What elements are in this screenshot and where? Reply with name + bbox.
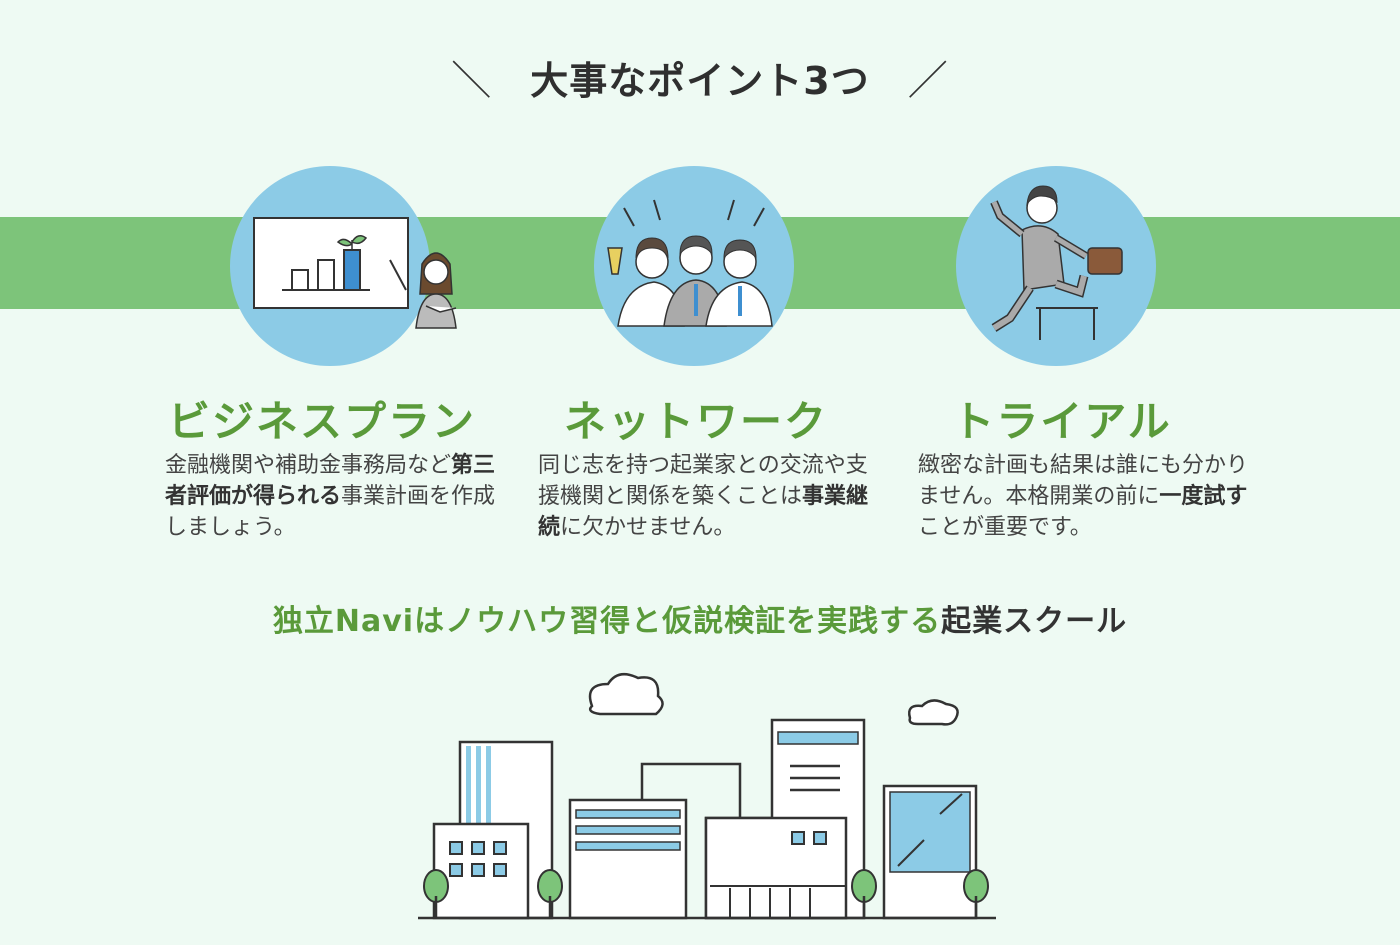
card-desc-text: 同じ志を持つ起業家との交流や支援機関と関係を築くことは (538, 453, 868, 509)
tagline-dark: 起業スクール (941, 604, 1128, 639)
business-plan-illustration (230, 166, 457, 366)
card-desc-text: に欠かせません。 (560, 515, 736, 540)
trial-illustration (956, 166, 1156, 366)
running-businessman-icon (990, 185, 1123, 340)
card-desc-text: 金融機関や補助金事務局など (165, 453, 452, 478)
section-heading: ＼ 大事なポイント3つ ／ (0, 48, 1400, 106)
team-icon (607, 199, 773, 327)
section-title: 大事なポイント3つ (530, 59, 870, 103)
tagline: 独立Naviはノウハウ習得と仮説検証を実践する起業スクール (0, 596, 1400, 640)
tagline-green: 独立Naviはノウハウ習得と仮説検証を実践する (272, 604, 942, 639)
left-slash-decoration: ＼ (451, 58, 493, 104)
card-title-network: ネットワーク (563, 397, 828, 446)
city-buildings-icon (418, 672, 996, 920)
card-desc-emphasis: 一度試す (1159, 484, 1248, 509)
card-desc-text: 緻密な計画も結果は誰にも分かりません。本格開業の前に (918, 453, 1249, 509)
card-desc-emphasis: 第三者評価が得られる (165, 453, 496, 509)
card-desc-network: 同じ志を持つ起業家との交流や支援機関と関係を築くことは事業継続に欠かせません。 (538, 450, 878, 543)
card-desc-business-plan: 金融機関や補助金事務局など第三者評価が得られる事業計画を作成しましょう。 (165, 450, 505, 543)
card-title-business-plan: ビジネスプラン (167, 397, 476, 446)
card-desc-text: ことが重要です。 (918, 515, 1092, 540)
card-desc-text: 事業計画を作成しましょう。 (165, 484, 496, 540)
card-title-trial: トライアル (952, 397, 1172, 446)
right-slash-decoration: ／ (907, 58, 949, 104)
presentation-icon (253, 217, 457, 329)
card-desc-emphasis: 事業継続 (538, 484, 869, 540)
card-desc-trial: 緻密な計画も結果は誰にも分かりません。本格開業の前に一度試すことが重要です。 (918, 450, 1258, 543)
network-illustration (594, 166, 794, 366)
cityscape-illustration (410, 670, 1010, 934)
